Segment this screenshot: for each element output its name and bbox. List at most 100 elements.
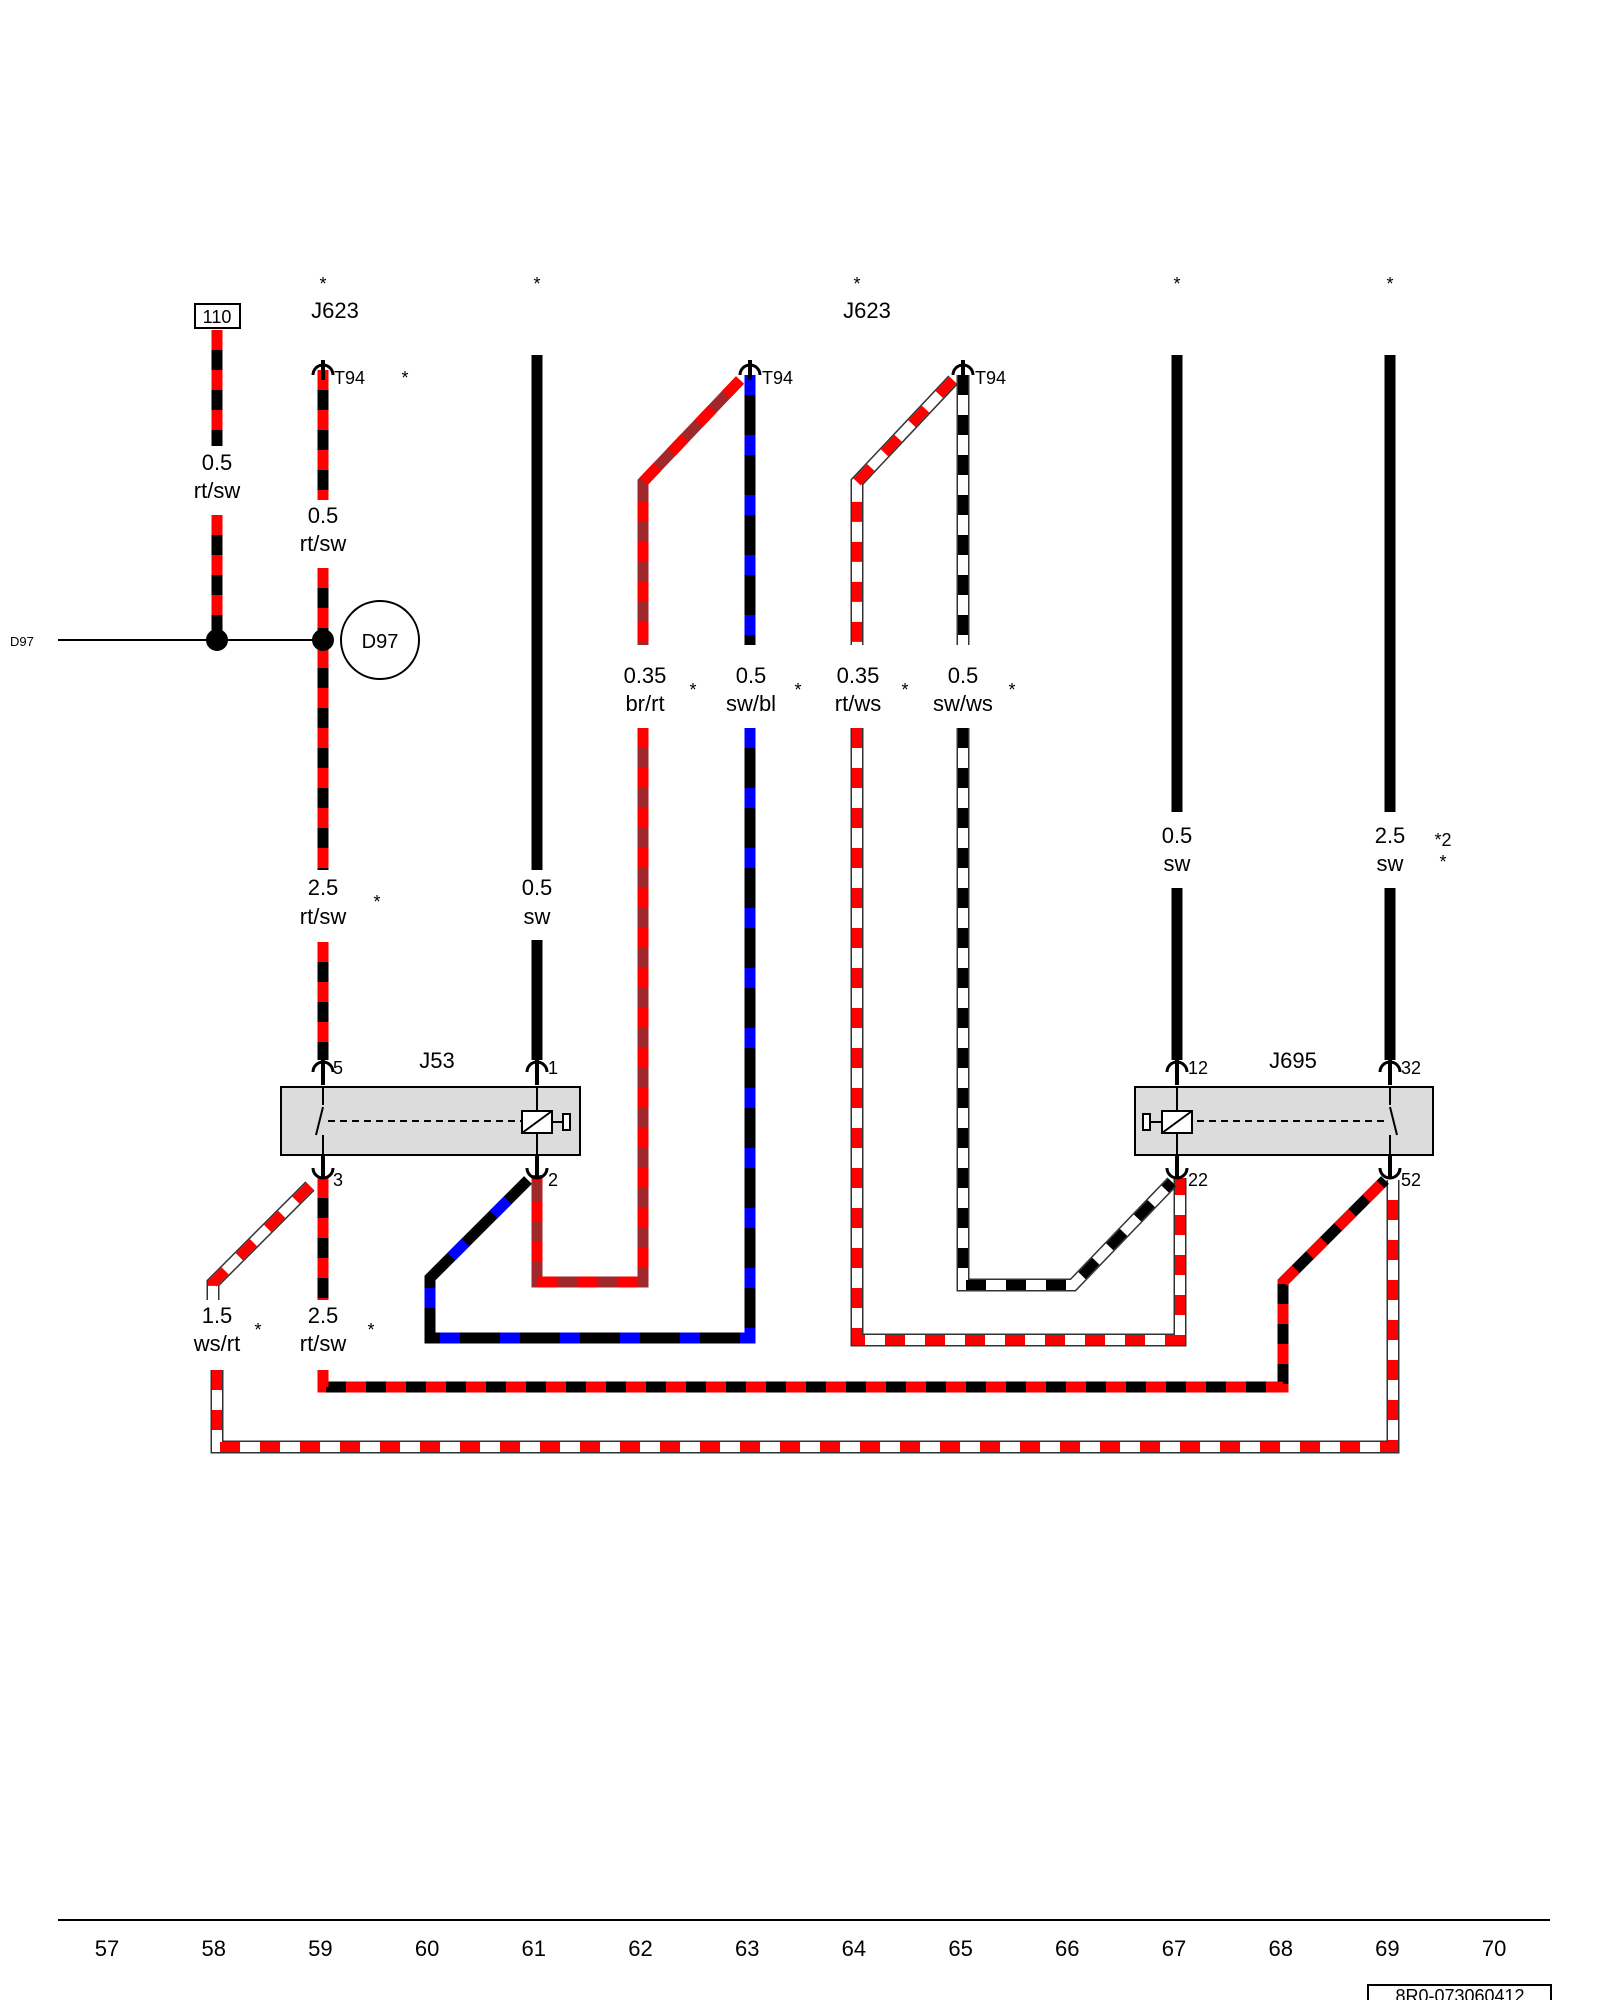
doc-id: 8R0-073060412	[1395, 1986, 1524, 2000]
wire-label-w12: 2.5 rt/sw *	[300, 1303, 375, 1356]
wire-label-w7: 0.35 rt/ws *	[835, 663, 909, 716]
wire-label-w4: 0.5 sw	[522, 875, 553, 929]
ground-line: D97 D97	[10, 600, 420, 680]
svg-text:ws/rt: ws/rt	[193, 1331, 240, 1356]
doc-id-box	[1367, 1984, 1552, 2000]
svg-text:rt/sw: rt/sw	[300, 1331, 347, 1356]
component-j53-label: J53	[419, 1048, 454, 1073]
note-star: *	[1386, 274, 1393, 294]
pin-label: 1	[548, 1058, 558, 1078]
wire-label-w1: 0.5 rt/sw	[194, 450, 241, 503]
component-j695-label: J695	[1269, 1048, 1317, 1073]
ground-point-label: D97	[362, 631, 399, 653]
wire-label-w2: 0.5 rt/sw	[300, 503, 347, 556]
svg-text:2.5: 2.5	[308, 1303, 339, 1328]
note-star: *	[401, 368, 408, 388]
junction-dot	[312, 629, 334, 651]
note-star: *	[853, 274, 860, 294]
connector-label: T94	[975, 368, 1006, 388]
ground-point-circle	[340, 600, 420, 680]
wire-labels: 0.5 rt/sw 0.5 rt/sw 2.5 rt/sw * 0.5 sw 0…	[193, 450, 1452, 1356]
svg-text:sw/ws: sw/ws	[933, 691, 993, 716]
top-labels: * J623 * * J623 * *	[311, 274, 1393, 323]
svg-text:2.5: 2.5	[308, 875, 339, 900]
svg-text:0.5: 0.5	[1162, 823, 1193, 848]
column-number: 64	[842, 1936, 866, 1961]
reference-box: 110	[194, 303, 241, 329]
svg-text:*: *	[901, 680, 908, 700]
svg-text:*: *	[689, 680, 696, 700]
wire-label-w5: 0.35 br/rt *	[624, 663, 697, 716]
pin-label: 3	[333, 1170, 343, 1190]
column-number: 59	[308, 1936, 332, 1961]
svg-text:rt/ws: rt/ws	[835, 691, 881, 716]
column-number: 70	[1482, 1936, 1506, 1961]
svg-text:sw: sw	[1377, 851, 1404, 876]
connector-t94-c: T94	[951, 360, 1006, 388]
note-star: *	[319, 274, 326, 294]
svg-text:sw: sw	[1164, 851, 1191, 876]
wires	[206, 330, 1400, 1454]
column-numbers: 57 58 59 60 61 62 63 64 65 66 67 68 69 70	[95, 1936, 1507, 1961]
svg-text:0.35: 0.35	[837, 663, 880, 688]
pin-label: 5	[333, 1058, 343, 1078]
column-number: 68	[1268, 1936, 1292, 1961]
note-star: *	[1173, 274, 1180, 294]
component-j623-left: J623	[311, 298, 359, 323]
column-number: 61	[522, 1936, 546, 1961]
svg-text:0.5: 0.5	[308, 503, 339, 528]
wire-br-rt	[531, 376, 744, 1288]
svg-text:0.5: 0.5	[736, 663, 767, 688]
svg-text:*: *	[1439, 852, 1446, 872]
note-star: *	[533, 274, 540, 294]
svg-text:0.5: 0.5	[948, 663, 979, 688]
pin-label: 52	[1401, 1170, 1421, 1190]
wire-label-w10: 2.5 sw *2 *	[1375, 823, 1452, 876]
wire-label-w11: 1.5 ws/rt *	[193, 1303, 262, 1356]
svg-text:*: *	[794, 680, 801, 700]
svg-text:*2: *2	[1434, 830, 1451, 850]
pin-label: 32	[1401, 1058, 1421, 1078]
svg-text:rt/sw: rt/sw	[300, 531, 347, 556]
wire-label-w8: 0.5 sw/ws *	[933, 663, 1015, 716]
wire-sw-ws	[956, 375, 1177, 1292]
svg-text:1.5: 1.5	[202, 1303, 233, 1328]
svg-text:*: *	[254, 1320, 261, 1340]
column-number: 58	[201, 1936, 225, 1961]
relay-j695: J695 12 32 22 52	[1134, 1048, 1434, 1190]
t94-connectors: T94 * T94 T94	[311, 360, 1006, 388]
column-number: 63	[735, 1936, 759, 1961]
pin-label: 2	[548, 1170, 558, 1190]
wire-label-w3: 2.5 rt/sw *	[300, 875, 381, 929]
svg-text:*: *	[367, 1320, 374, 1340]
svg-text:0.5: 0.5	[202, 450, 233, 475]
column-number: 57	[95, 1936, 119, 1961]
relay-j53: J53 5 1 3 2	[280, 1048, 581, 1190]
connector-label: T94	[334, 368, 365, 388]
svg-text:sw/bl: sw/bl	[726, 691, 776, 716]
svg-text:rt/sw: rt/sw	[300, 904, 347, 929]
svg-text:0.5: 0.5	[522, 875, 553, 900]
wire-rt-sw-bottom	[317, 1176, 1389, 1393]
column-number: 65	[948, 1936, 972, 1961]
reference-label: 110	[203, 307, 232, 327]
junction-dot	[206, 629, 228, 651]
wire-label-w6: 0.5 sw/bl *	[726, 663, 802, 716]
column-number: 69	[1375, 1936, 1399, 1961]
component-j623-right: J623	[843, 298, 891, 323]
connector-t94-b: T94	[738, 360, 793, 388]
column-number: 60	[415, 1936, 439, 1961]
wire-ws-rt	[206, 1180, 1400, 1454]
column-number: 62	[628, 1936, 652, 1961]
pin-label: 12	[1188, 1058, 1208, 1078]
column-number: 67	[1162, 1936, 1186, 1961]
wire-rt-ws	[850, 375, 1187, 1347]
ground-line-label: D97	[10, 634, 34, 649]
footer: 57 58 59 60 61 62 63 64 65 66 67 68 69 70 8R0-0730604…	[58, 1919, 1552, 2000]
svg-text:*: *	[1008, 680, 1015, 700]
column-number: 66	[1055, 1936, 1079, 1961]
connector-t94-a: T94 *	[311, 360, 409, 388]
svg-text:br/rt: br/rt	[625, 691, 664, 716]
connector-label: T94	[762, 368, 793, 388]
